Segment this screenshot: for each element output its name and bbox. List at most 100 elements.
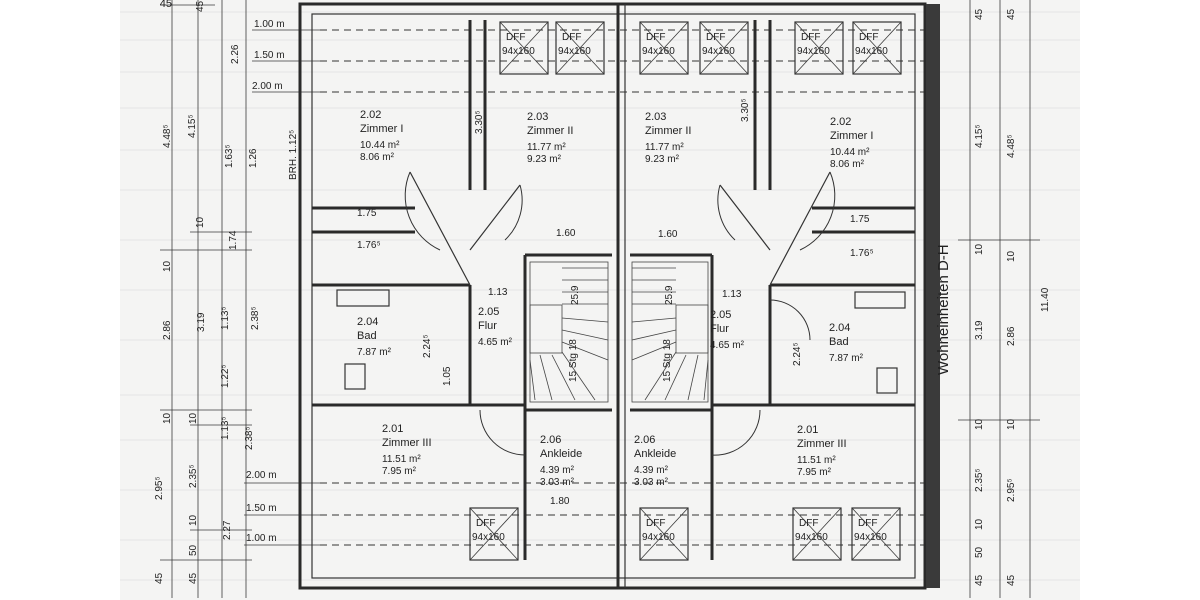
dim-label: 10 (1006, 250, 1017, 262)
room-number: 2.03 (527, 111, 548, 123)
dim-label: 10 (195, 216, 206, 228)
skylights: DFF94x160DFF94x160DFF94x160DFF94x160DFF9… (469, 21, 902, 561)
dim-label: 3.30⁵ (740, 98, 751, 122)
dim-label: 2.24⁵ (792, 342, 803, 366)
dim-label: 3.19 (196, 312, 207, 332)
dim-label: 10 (188, 514, 199, 526)
right-dimension-labels: 45 45 4.15⁵ 4.48⁵ 10 10 3.19 2.86 11.40 … (974, 8, 1051, 586)
room-area1: 7.87 m² (357, 347, 392, 358)
dim-label: 10 (1006, 418, 1017, 430)
level-mark-top-3: 2.00 m (252, 81, 283, 92)
skylight-size: 94x160 (702, 46, 735, 57)
dim-label: 2.95⁵ (154, 476, 165, 500)
level-mark-top-1: 1.00 m (254, 19, 285, 30)
skylight-label: DFF (646, 518, 665, 529)
room-number: 2.04 (829, 322, 850, 334)
dim-label: 45 (154, 572, 165, 584)
skylight-label: DFF (799, 518, 818, 529)
party-wall-hatch (926, 4, 940, 588)
skylight: DFF 94x160 (499, 21, 549, 75)
skylight-size: 94x160 (855, 46, 888, 57)
dim-label: 10 (974, 418, 985, 430)
skylight-label: DFF (562, 32, 581, 43)
room-area2: 9.23 m² (527, 154, 562, 165)
stair-tread: 25.9 (570, 285, 581, 305)
skylight-size: 94x160 (472, 532, 505, 543)
dim-label: 45 (1006, 574, 1017, 586)
dim-label: 2.86 (162, 320, 173, 340)
skylight-label: DFF (476, 518, 495, 529)
dim-label: 1.60 (658, 229, 678, 240)
skylight-size: 94x160 (502, 46, 535, 57)
dim-label: 1.22⁵ (220, 364, 231, 388)
room-name: Zimmer II (645, 125, 691, 137)
skylight: DFF 94x160 (639, 21, 689, 75)
skylight-size: 94x160 (642, 46, 675, 57)
room-area2: 3.03 m² (540, 477, 575, 488)
dim-label: 2.95⁵ (1006, 478, 1017, 502)
room-area1: 11.77 m² (645, 142, 684, 153)
room-number: 2.05 (478, 306, 499, 318)
room-area1: 4.65 m² (478, 337, 513, 348)
left-dimension-labels: 45 45 2.26 4.48⁵ 4.15⁵ 1.63⁵ 1.26 10 10 … (154, 0, 261, 584)
skylight-label: DFF (506, 32, 525, 43)
room-name: Flur (478, 320, 497, 332)
stair-left: 15 Stg 18 25.9 (529, 261, 609, 403)
dim-label: 45 (1006, 8, 1017, 20)
dim-label: 45 (188, 572, 199, 584)
skylight-label: DFF (801, 32, 820, 43)
skylight-size: 94x160 (797, 46, 830, 57)
stair-label: 15 Stg 18 (568, 339, 579, 382)
dim-label: 1.13 (488, 287, 508, 298)
room-area1: 10.44 m² (360, 140, 400, 151)
dim-label: 10 (974, 518, 985, 530)
room-name: Zimmer I (360, 123, 403, 135)
room-name: Bad (829, 336, 849, 348)
room-number: 2.02 (830, 116, 851, 128)
room-number: 2.06 (540, 434, 561, 446)
dim-label: 45 (974, 574, 985, 586)
skylight: DFF 94x160 (469, 507, 519, 561)
dim-label: 4.48⁵ (1006, 134, 1017, 158)
skylight-size: 94x160 (642, 532, 675, 543)
room-name: Zimmer II (527, 125, 573, 137)
dim-label: 1.76⁵ (357, 240, 381, 251)
dim-label: 1.74 (228, 230, 239, 250)
room-area2: 8.06 m² (830, 159, 865, 170)
dim-label: 1.26 (248, 148, 259, 168)
room-area1: 11.51 m² (797, 455, 836, 466)
dim-label: 2.26 (230, 44, 241, 64)
dim-label: 2.27 (222, 520, 233, 540)
room-area1: 10.44 m² (830, 147, 870, 158)
room-area1: 4.39 m² (634, 465, 669, 476)
dim-label: 1.13⁵ (220, 306, 231, 330)
skylight-label: DFF (859, 32, 878, 43)
room-number: 2.02 (360, 109, 381, 121)
paper-sheet (120, 0, 1080, 600)
room-number: 2.01 (382, 423, 403, 435)
dim-label: 1.63⁵ (224, 144, 235, 168)
room-name: Flur (710, 323, 729, 335)
dim-label: 1.05 (442, 366, 453, 386)
room-number: 2.03 (645, 111, 666, 123)
skylight-label: DFF (646, 32, 665, 43)
right-unit-walls (630, 20, 915, 560)
dim-label: 3.30⁵ (474, 110, 485, 134)
level-marks-left: 1.00 m 1.50 m 2.00 m 2.00 m 1.50 m 1.00 … (244, 19, 320, 546)
room-area1: 7.87 m² (829, 353, 864, 364)
skylight: DFF 94x160 (639, 507, 689, 561)
stair-tread: 25.9 (664, 285, 675, 305)
skylight-size: 94x160 (854, 532, 887, 543)
dim-label: 1.76⁵ (850, 248, 874, 259)
dim-label: 4.15⁵ (974, 124, 985, 148)
room-area1: 4.39 m² (540, 465, 575, 476)
dim-label: 45 (974, 8, 985, 20)
